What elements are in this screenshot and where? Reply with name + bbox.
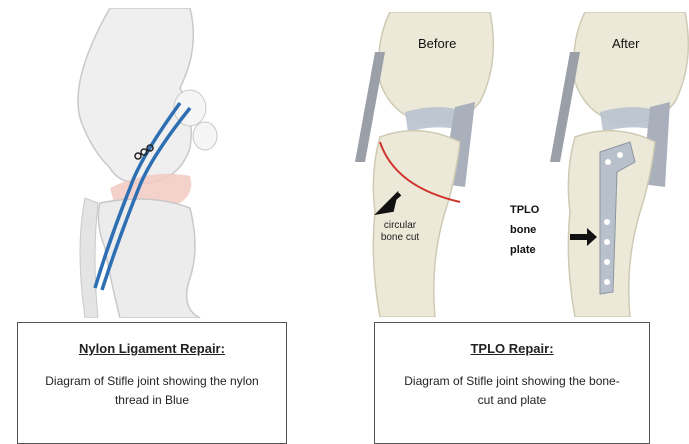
tplo-caption-title: TPLO Repair: xyxy=(375,341,649,356)
nylon-caption-box: Nylon Ligament Repair: Diagram of Stifle… xyxy=(17,322,287,444)
nylon-repair-illustration xyxy=(40,8,255,318)
femur-bone xyxy=(379,12,494,123)
after-illustration xyxy=(545,12,689,317)
after-label: After xyxy=(612,36,639,51)
femur-bone xyxy=(574,12,689,123)
tplo-caption-box: TPLO Repair: Diagram of Stifle joint sho… xyxy=(374,322,650,444)
nylon-caption-text: Diagram of Stifle joint showing the nylo… xyxy=(37,372,267,410)
nylon-caption-title: Nylon Ligament Repair: xyxy=(18,341,286,356)
sesamoid-bone xyxy=(193,122,217,150)
before-label: Before xyxy=(418,36,456,51)
before-illustration xyxy=(350,12,500,317)
tplo-caption-text: Diagram of Stifle joint showing the bone… xyxy=(397,372,627,410)
fibula-bone xyxy=(80,198,98,318)
